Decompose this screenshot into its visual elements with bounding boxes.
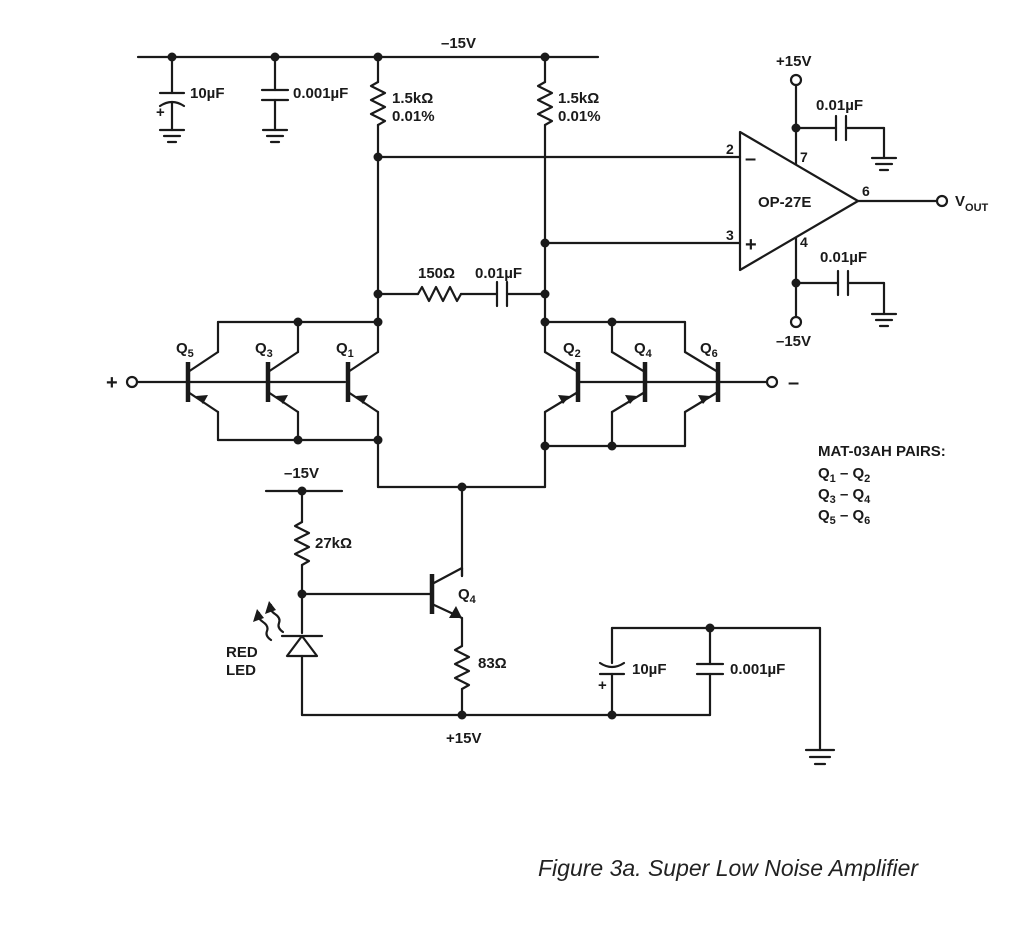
r-bias-label: 27kΩ bbox=[315, 535, 352, 552]
red-led: RED LED bbox=[226, 601, 324, 717]
top-supply-rail: –15V bbox=[136, 35, 600, 62]
cap-10uf-top-label: 10µF bbox=[190, 85, 225, 102]
q6-label: Q6 bbox=[700, 340, 718, 360]
pin-4: 4 bbox=[800, 234, 808, 250]
figure-caption: Figure 3a. Super Low Noise Amplifier bbox=[538, 855, 919, 881]
cap-bypass-pos-label: 0.01µF bbox=[816, 97, 863, 114]
opamp-positive-supply: +15V 0.01µF bbox=[776, 53, 898, 172]
compensation-network: 150Ω 0.01µF bbox=[376, 265, 547, 308]
resistor-83-ohm: 83Ω bbox=[453, 644, 507, 717]
transistor-q3: Q3 bbox=[255, 320, 300, 442]
cap-10uf-bottom-label: 10µF bbox=[632, 661, 667, 678]
bottom-supply-rail: +15V bbox=[300, 710, 712, 747]
opamp-vneg-label: –15V bbox=[776, 333, 811, 350]
tail-current-node bbox=[376, 438, 547, 578]
pair-row-3: Q5 – Q6 bbox=[818, 507, 870, 527]
led-label-line1: RED bbox=[226, 644, 258, 661]
cap-0001uf-bottom-label: 0.001µF bbox=[730, 661, 785, 678]
pin-7: 7 bbox=[800, 149, 808, 165]
op-amp-op27e: OP-27E 2 3 – + 7 4 6 bbox=[726, 130, 870, 272]
r-left-value: 1.5kΩ bbox=[392, 90, 433, 107]
output-terminal: VOUT bbox=[856, 193, 989, 214]
pairs-title: MAT-03AH PAIRS: bbox=[818, 443, 946, 460]
bottom-decoupling-caps: + 10µF 0.001µF bbox=[598, 623, 836, 766]
cap-polarity-mark: + bbox=[156, 104, 165, 121]
left-transistor-group: + Q5 Q3 bbox=[106, 317, 383, 445]
pair-row-1: Q1 – Q2 bbox=[818, 465, 870, 485]
cap-bypass-neg-label: 0.01µF bbox=[820, 249, 867, 266]
right-collector-node bbox=[540, 238, 742, 327]
pin-3: 3 bbox=[726, 227, 734, 243]
cap-0001uf-top-label: 0.001µF bbox=[293, 85, 348, 102]
opamp-minus-sign: – bbox=[745, 148, 756, 170]
cap-bottom-polarity: + bbox=[598, 677, 607, 694]
opamp-negative-supply: –15V 0.01µF bbox=[776, 236, 898, 350]
transistor-q2: Q2 bbox=[543, 320, 581, 489]
resistor-1-5k-right: 1.5kΩ 0.01% bbox=[536, 55, 601, 245]
r-comp-label: 150Ω bbox=[418, 265, 455, 282]
vout-label: VOUT bbox=[955, 193, 989, 214]
pin-2: 2 bbox=[726, 141, 734, 157]
r-left-tolerance: 0.01% bbox=[392, 108, 435, 125]
bias-network: –15V 27kΩ bbox=[264, 465, 432, 635]
transistor-q4: Q4 bbox=[610, 320, 653, 448]
r-emitter-label: 83Ω bbox=[478, 655, 507, 672]
opamp-label: OP-27E bbox=[758, 194, 811, 211]
q4-bias-label: Q4 bbox=[458, 586, 477, 606]
input-minus-sign: – bbox=[788, 372, 799, 394]
q2-label: Q2 bbox=[563, 340, 581, 360]
bottom-rail-label: +15V bbox=[446, 730, 481, 747]
transistor-q1: Q1 bbox=[336, 320, 380, 442]
capacitor-10uf-top: + 10µF bbox=[156, 55, 225, 144]
r-right-value: 1.5kΩ bbox=[558, 90, 599, 107]
transistor-q5: Q5 bbox=[176, 320, 220, 442]
q1-label: Q1 bbox=[336, 340, 354, 360]
opamp-plus-sign: + bbox=[745, 234, 757, 256]
transistor-q6: Q6 bbox=[683, 320, 721, 448]
pin-6: 6 bbox=[862, 183, 870, 199]
pair-row-2: Q3 – Q4 bbox=[818, 486, 871, 506]
q4-label: Q4 bbox=[634, 340, 653, 360]
q5-label: Q5 bbox=[176, 340, 194, 360]
right-transistor-group: – Q2 Q4 Q6 bbox=[540, 317, 799, 489]
bias-rail-label: –15V bbox=[284, 465, 319, 482]
resistor-1-5k-left: 1.5kΩ 0.01% bbox=[369, 55, 435, 159]
r-right-tolerance: 0.01% bbox=[558, 108, 601, 125]
c-comp-label: 0.01µF bbox=[475, 265, 522, 282]
left-collector-node bbox=[373, 152, 742, 327]
capacitor-0001uf-top: 0.001µF bbox=[260, 55, 348, 144]
pairs-legend: MAT-03AH PAIRS: Q1 – Q2 Q3 – Q4 Q5 – Q6 bbox=[818, 443, 946, 527]
q3-label: Q3 bbox=[255, 340, 273, 360]
led-label-line2: LED bbox=[226, 662, 256, 679]
transistor-q4-bias: Q4 bbox=[429, 566, 477, 648]
input-plus-sign: + bbox=[106, 372, 118, 394]
opamp-vpos-label: +15V bbox=[776, 53, 811, 70]
top-rail-label: –15V bbox=[441, 35, 476, 52]
